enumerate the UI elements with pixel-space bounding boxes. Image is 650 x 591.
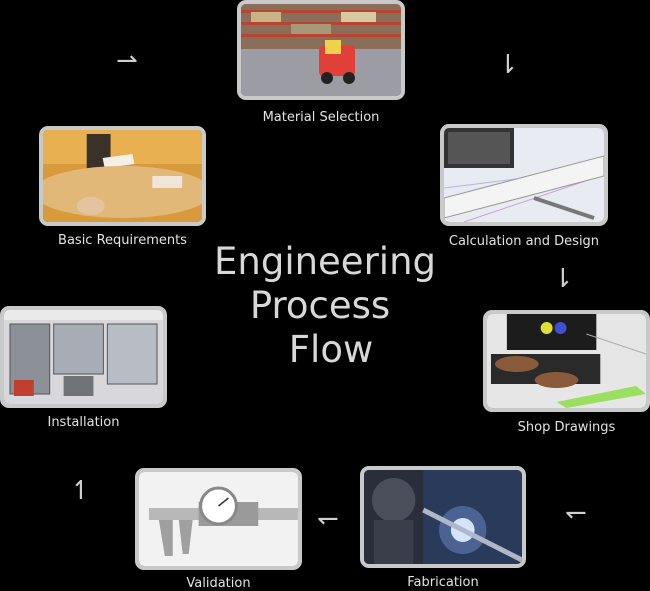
arrow-up-icon: ↿ [70, 476, 92, 506]
warehouse-forklift-image [241, 4, 401, 96]
arrow-down-icon: ⇂ [497, 50, 519, 80]
material-selection-label: Material Selection [262, 110, 380, 125]
validation-label: Validation [186, 576, 251, 591]
calculation-and-design-photo [440, 124, 608, 226]
arrow-down-icon: ⇂ [552, 264, 574, 294]
validation-photo [135, 468, 302, 570]
title-line-3: Flow [288, 328, 374, 371]
dial-caliper-image [139, 472, 298, 566]
arrow-left-icon: ↽ [317, 504, 339, 534]
machinery-image [4, 310, 163, 404]
title-line-2: Process [249, 284, 391, 327]
shop-drawings-photo [483, 310, 650, 412]
welding-image [364, 470, 522, 564]
calculation-and-design-label: Calculation and Design [448, 234, 600, 249]
laptop-drawing-image [487, 314, 646, 408]
fabrication-label: Fabrication [407, 575, 479, 590]
drafting-ruler-image [444, 128, 604, 222]
arrow-left-icon: ↽ [565, 498, 587, 528]
arrow-right-icon: ⇀ [116, 46, 138, 76]
installation-label: Installation [47, 415, 120, 430]
diagram-title: Engineering Process Flow [195, 240, 455, 372]
basic-requirements-photo [39, 126, 206, 226]
basic-requirements-label: Basic Requirements [58, 233, 187, 248]
shop-drawings-label: Shop Drawings [517, 420, 616, 435]
material-selection-photo [237, 0, 405, 100]
fabrication-photo [360, 466, 526, 568]
title-line-1: Engineering [214, 240, 436, 283]
installation-photo [0, 306, 167, 408]
meeting-table-image [43, 130, 202, 222]
